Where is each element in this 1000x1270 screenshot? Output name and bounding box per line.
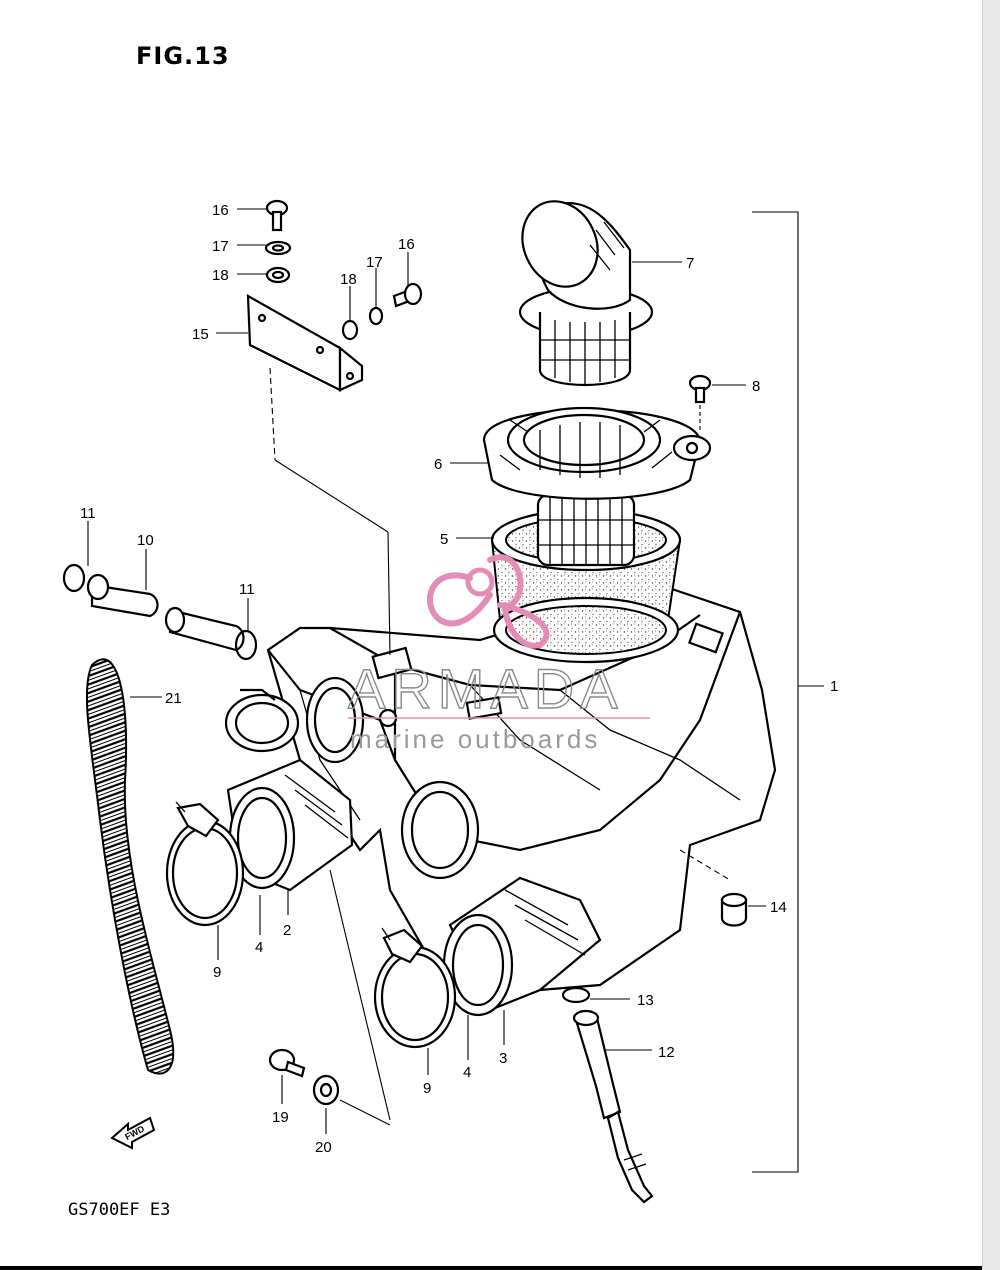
label-1: 1	[830, 678, 838, 695]
label-16-right: 16	[398, 236, 415, 253]
label-9-right: 9	[423, 1080, 431, 1097]
label-21: 21	[165, 690, 182, 707]
label-11-right: 11	[239, 581, 255, 598]
page-edge-bottom	[0, 1266, 982, 1270]
inlet-duct	[518, 200, 654, 387]
washer-18-left	[265, 266, 291, 284]
rubber-cap	[720, 892, 748, 927]
label-17-left: 17	[212, 238, 229, 255]
hose-clamp-left	[165, 801, 245, 927]
filter-cap	[482, 406, 712, 500]
drain-hose-corrugated	[85, 658, 175, 1075]
screw-part-16-right	[392, 282, 423, 308]
screw-part-8	[688, 374, 712, 430]
page-edge-right	[982, 0, 1000, 1270]
label-6: 6	[434, 456, 442, 473]
screw-part-19	[268, 1048, 306, 1078]
label-18-left: 18	[212, 267, 229, 284]
label-3: 3	[499, 1050, 507, 1067]
exploded-parts-diagram: FWD ARMADA marine outboards 16 17 18 15 …	[62, 199, 838, 1204]
screw-part-16-left	[265, 199, 289, 232]
assembly-bracket	[752, 211, 824, 1173]
label-18-right: 18	[340, 271, 357, 288]
air-cleaner-box	[266, 583, 777, 992]
label-5: 5	[440, 531, 448, 548]
rubber-boot-right	[442, 876, 602, 1017]
label-20: 20	[315, 1139, 332, 1156]
watermark-brand: ARMADA	[348, 657, 624, 720]
label-11-left: 11	[80, 505, 96, 522]
label-15: 15	[192, 326, 209, 343]
washer-20	[312, 1074, 340, 1106]
label-4-left: 4	[255, 939, 263, 956]
leader-lines	[87, 208, 766, 1134]
hose-clamp-right	[373, 927, 457, 1049]
label-17-right: 17	[366, 254, 383, 271]
watermark: ARMADA marine outboards	[347, 554, 650, 754]
label-14: 14	[770, 899, 787, 916]
washer-17-right	[368, 306, 384, 326]
label-8: 8	[752, 378, 760, 395]
hose-clip-left	[62, 563, 86, 593]
label-4-right: 4	[463, 1064, 471, 1081]
washer-17-left	[264, 240, 292, 256]
washer-18-right	[341, 319, 359, 341]
model-code: GS700EF E3	[68, 1200, 171, 1220]
label-10: 10	[137, 532, 154, 549]
label-16-left: 16	[212, 202, 229, 219]
drain-clip	[561, 986, 591, 1004]
label-7: 7	[686, 255, 694, 272]
label-13: 13	[637, 992, 654, 1009]
label-12: 12	[658, 1044, 675, 1061]
label-19: 19	[272, 1109, 289, 1126]
forward-arrow: FWD	[110, 1116, 156, 1150]
label-2: 2	[283, 922, 291, 939]
mounting-bracket	[246, 294, 364, 392]
watermark-tagline: marine outboards	[350, 724, 600, 754]
hose-clip-right	[234, 629, 258, 661]
part-labels: 16 17 18 15 18 17 16 7 8 6 5 1 11 10 11 …	[80, 202, 838, 1156]
label-9-left: 9	[213, 964, 221, 981]
breather-hose-section	[86, 573, 245, 652]
drain-plug	[572, 1009, 654, 1204]
figure-title: FIG.13	[136, 42, 230, 70]
